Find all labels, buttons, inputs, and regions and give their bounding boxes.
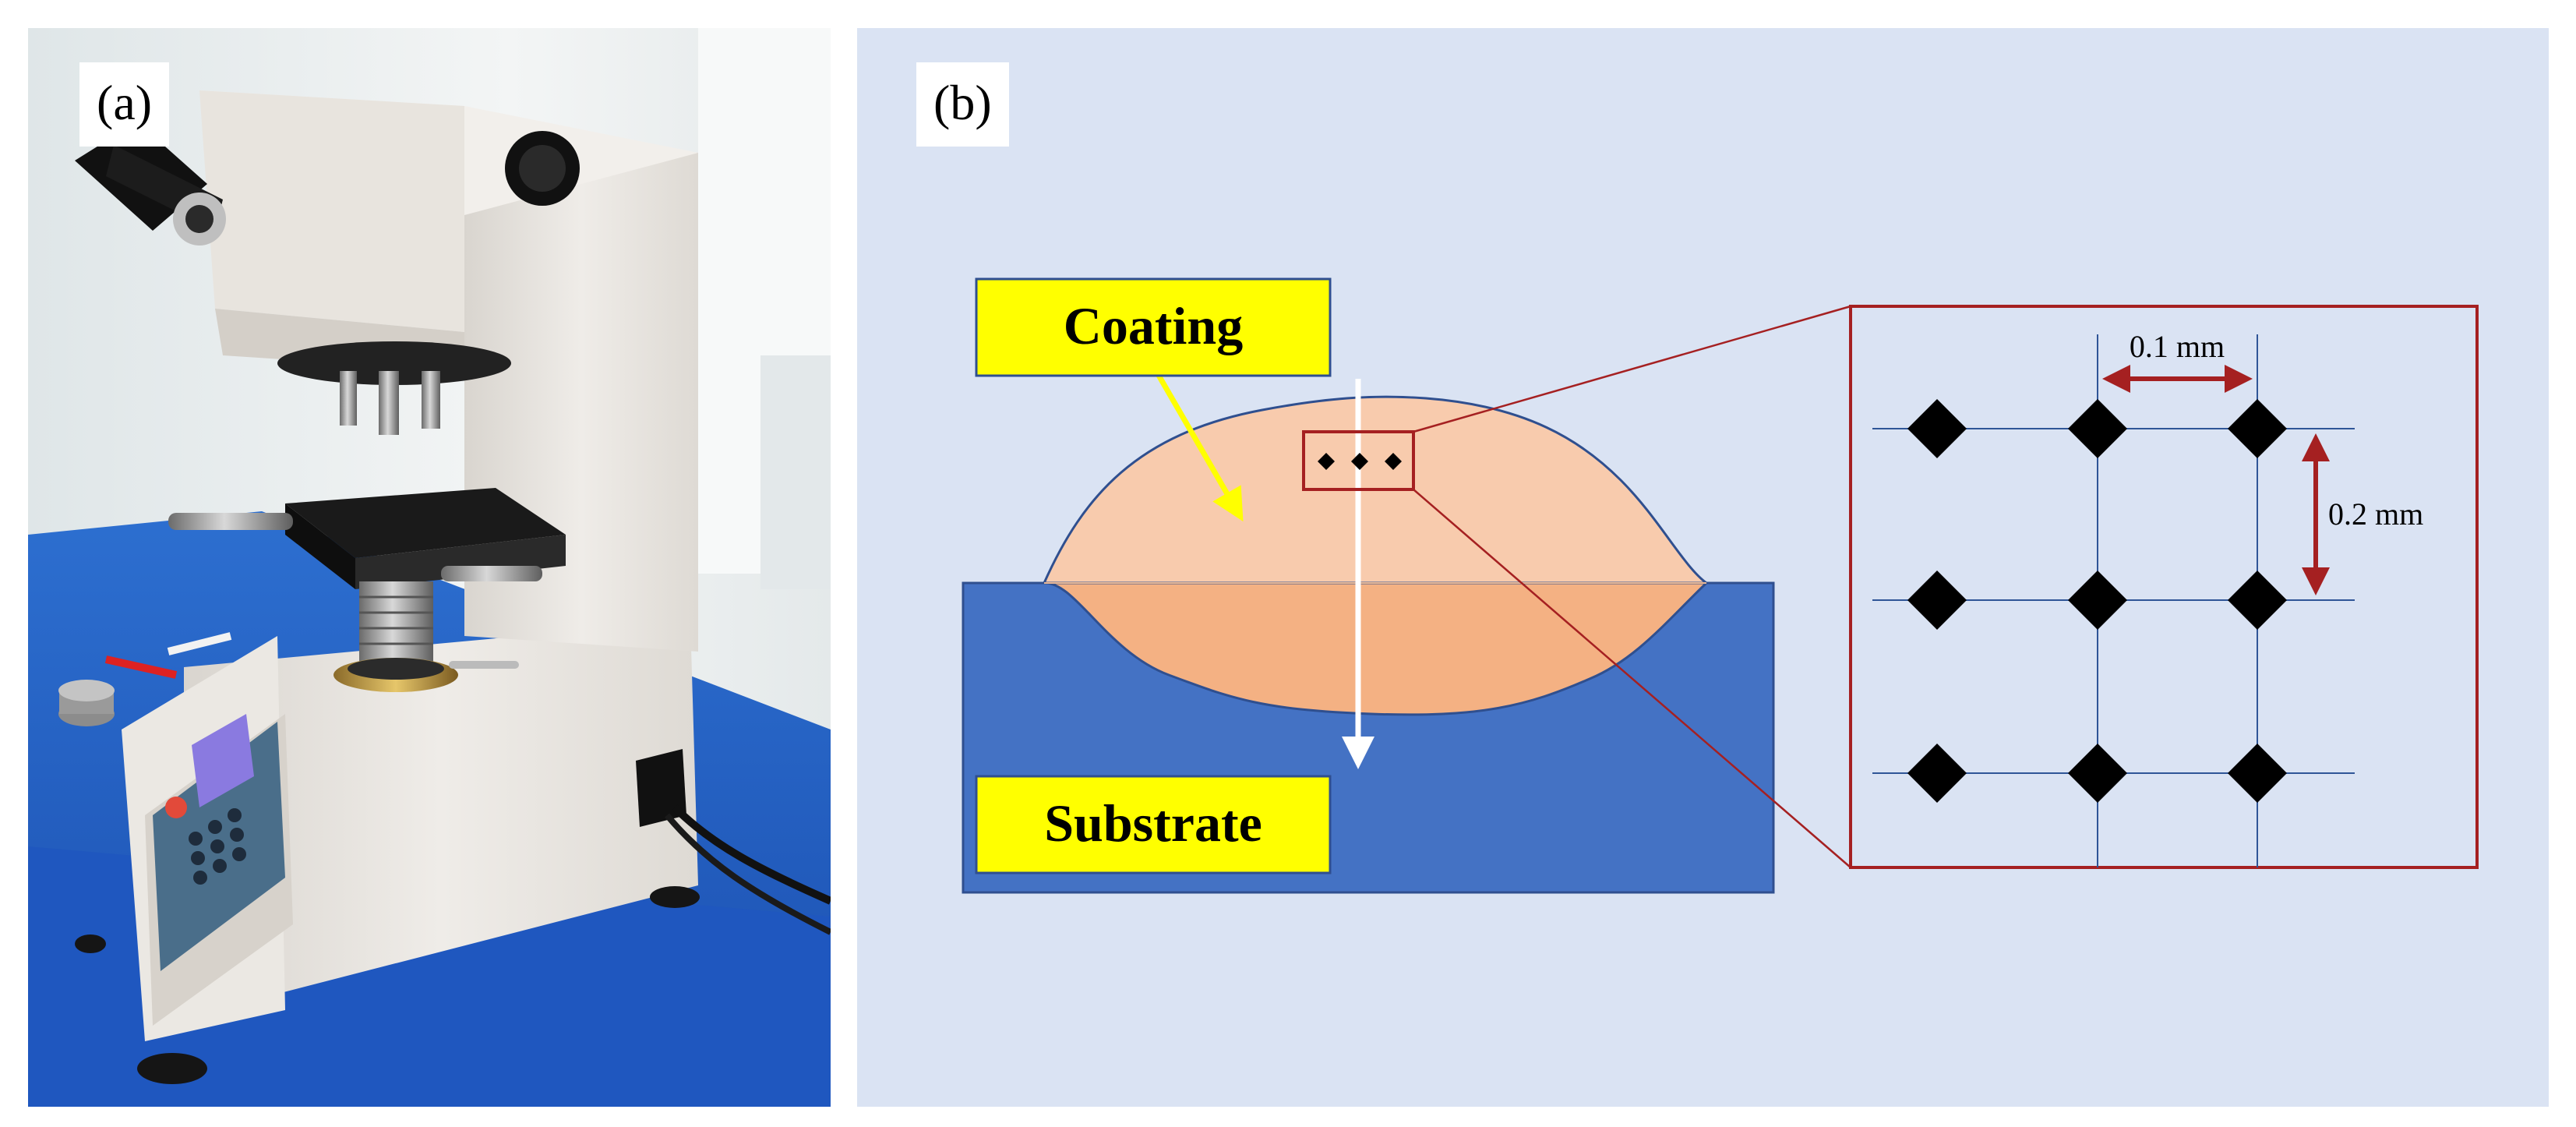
indent-diamonds	[1907, 399, 2287, 803]
substrate-label-box	[975, 775, 1332, 874]
microhardness-tester-photo: (a)	[28, 28, 831, 1107]
zoom-line-bottom	[1413, 489, 1851, 868]
small-indents	[1318, 453, 1402, 470]
zoom-line-top	[1413, 305, 1851, 433]
panel-b-label: (b)	[916, 62, 1009, 147]
panel-a-label: (a)	[79, 62, 170, 147]
schematic-svg: 0.1 mm 0.2 mm Coating Substrate	[962, 277, 2479, 894]
horizontal-spacing-label: 0.1 mm	[2130, 329, 2225, 364]
coating-pointer-arrow	[1149, 362, 1244, 522]
tester-illustration	[28, 28, 831, 1107]
indentation-schematic: (b)	[857, 28, 2549, 1107]
dilution-zone	[1043, 581, 1710, 716]
coating-label-box	[975, 277, 1332, 377]
coating-label: Coating	[1064, 296, 1243, 355]
substrate-label: Substrate	[1044, 793, 1262, 853]
indent-region-box	[1302, 430, 1415, 491]
vertical-spacing-label: 0.2 mm	[2328, 496, 2423, 532]
